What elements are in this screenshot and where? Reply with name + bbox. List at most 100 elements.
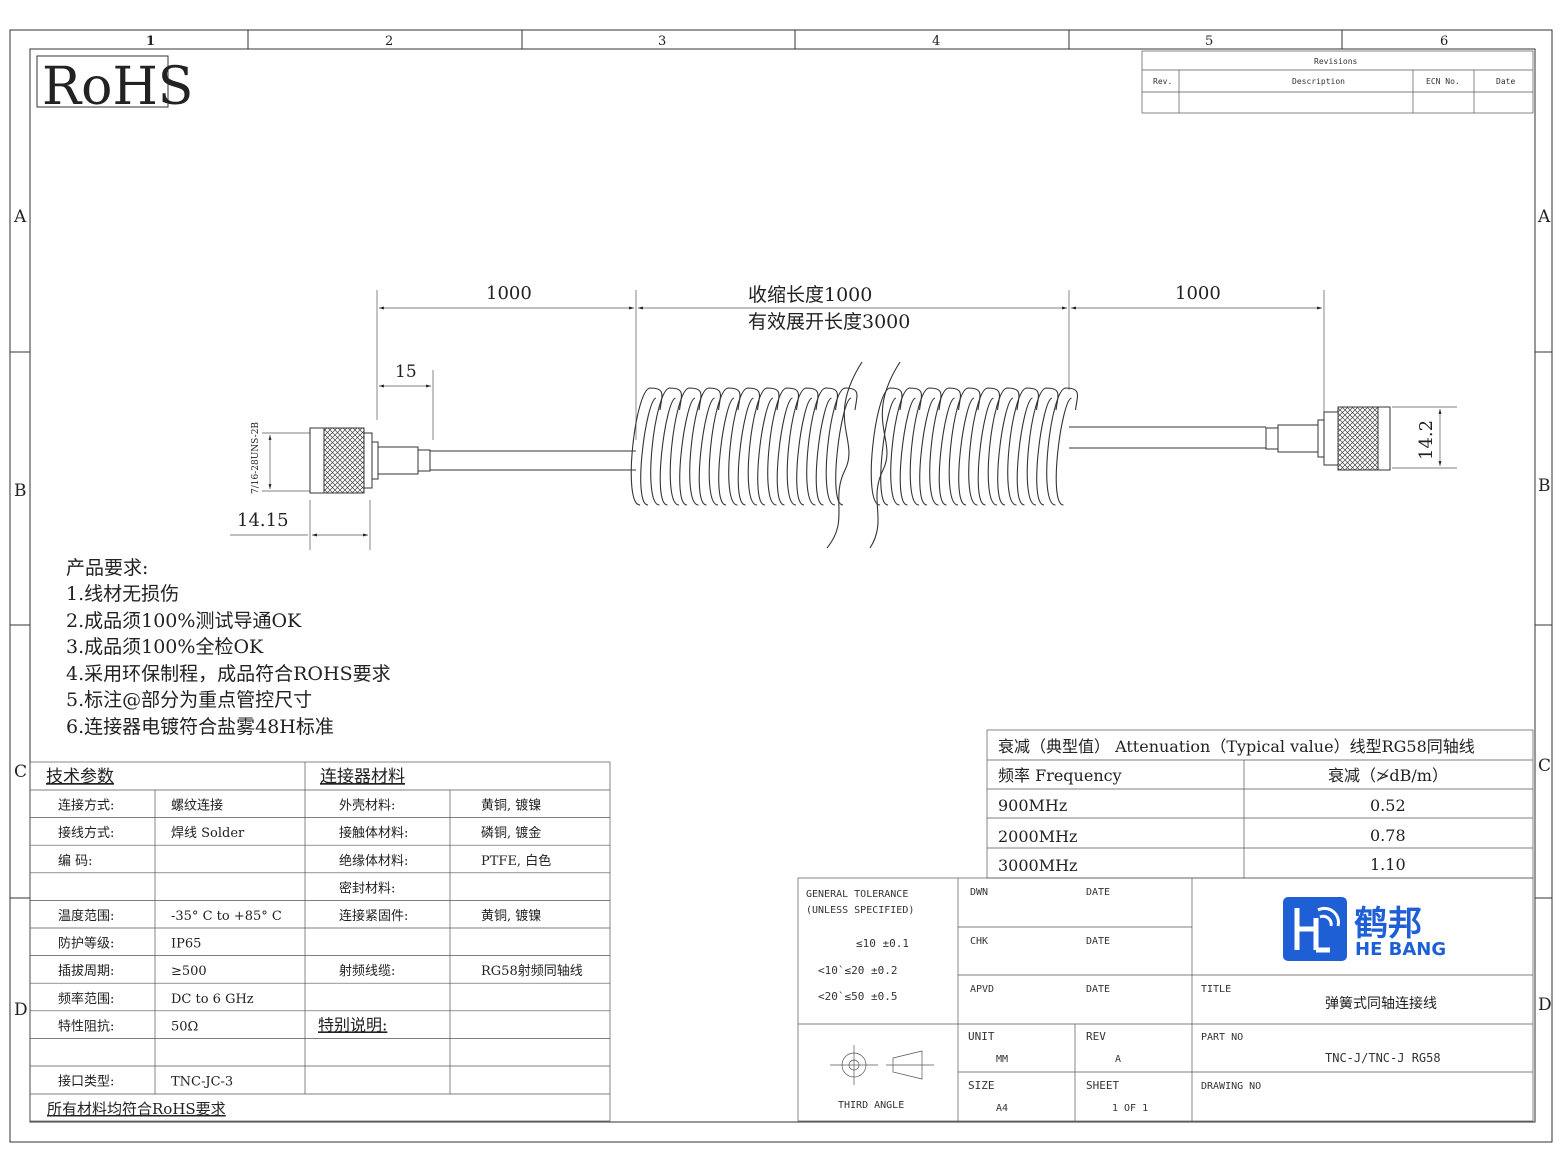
dim-left-label: 1000 bbox=[486, 283, 532, 304]
spec-cell: DC to 6 GHz bbox=[171, 992, 254, 1007]
coil-loop-inner bbox=[938, 397, 955, 506]
coil-loop bbox=[909, 387, 942, 506]
spec-cell: 温度范围: bbox=[58, 908, 114, 924]
requirement-3: 3.成品须100%全检OK bbox=[66, 636, 264, 658]
attenuation-table bbox=[986, 729, 1534, 879]
coil-loop bbox=[728, 387, 760, 506]
tech-header: 技术参数 bbox=[46, 767, 114, 787]
attenuation-val-2: 0.78 bbox=[1370, 826, 1406, 845]
tolerance-title-1: GENERAL TOLERANCE bbox=[806, 889, 908, 900]
coil-loop bbox=[987, 387, 1020, 506]
left-connector bbox=[230, 427, 636, 550]
col-label-4: 4 bbox=[932, 34, 940, 49]
rohs-label: RoHS bbox=[42, 57, 193, 117]
apvd-date-label: DATE bbox=[1086, 984, 1110, 995]
col-label-6: 6 bbox=[1440, 34, 1448, 49]
coil-loop-inner bbox=[899, 397, 916, 506]
row-label-c-left: C bbox=[14, 762, 27, 782]
coil-loop bbox=[1046, 387, 1078, 506]
spec-cell: 密封材料: bbox=[339, 880, 395, 896]
part-no-value: TNC-J/TNC-J RG58 bbox=[1325, 1051, 1441, 1065]
coil-loop bbox=[825, 387, 858, 506]
coil-loop bbox=[630, 387, 663, 506]
spec-cell: 插拔周期: bbox=[58, 964, 114, 979]
ecn-header: ECN No. bbox=[1426, 77, 1460, 86]
dim-offset-label: 15 bbox=[395, 362, 417, 382]
col-label-2: 2 bbox=[385, 34, 393, 49]
spec-table bbox=[29, 761, 611, 1122]
rev-value: A bbox=[1115, 1054, 1121, 1065]
spec-cell: 黄铜, 镀镍 bbox=[481, 908, 541, 924]
coil-loop bbox=[669, 387, 702, 506]
attenuation-freq-1: 900MHz bbox=[998, 796, 1067, 815]
thread-label: 7/16-28UNS-2B bbox=[251, 422, 261, 494]
row-label-a-right: A bbox=[1537, 207, 1551, 227]
dwn-label: DWN bbox=[970, 887, 988, 898]
sheet-value: 1 OF 1 bbox=[1112, 1103, 1148, 1114]
spec-cell: ≥500 bbox=[171, 964, 207, 979]
inner-frame bbox=[29, 48, 1536, 1123]
apvd-label: APVD bbox=[970, 984, 994, 995]
hebang-logo: 鹤邦 HE BANG bbox=[1283, 897, 1446, 961]
unit-label: UNIT bbox=[968, 1030, 995, 1043]
spec-cell: 防护等级: bbox=[58, 936, 114, 952]
spec-cell: 接触体材料: bbox=[339, 825, 408, 841]
dim-offset-15 bbox=[379, 370, 434, 440]
spec-cell: 50Ω bbox=[171, 1019, 198, 1034]
attenuation-freq-2: 2000MHz bbox=[998, 827, 1077, 846]
nut-width-label: 14.15 bbox=[237, 510, 289, 531]
coil-loop-inner bbox=[977, 397, 994, 506]
conn-header: 连接器材料 bbox=[320, 767, 405, 787]
coil-loop-inner bbox=[958, 397, 975, 506]
spec-cell: 频率范围: bbox=[58, 991, 114, 1007]
col-label-1: 1 bbox=[146, 34, 155, 49]
row-label-d-right: D bbox=[1538, 995, 1552, 1015]
spec-cell: 焊线 Solder bbox=[171, 825, 245, 841]
spec-cell: 磷铜, 镀金 bbox=[481, 825, 541, 841]
chk-date-label: DATE bbox=[1086, 936, 1110, 947]
spec-cell: 特性阻抗: bbox=[58, 1019, 114, 1034]
coil-loop bbox=[968, 387, 1000, 506]
spec-cell: 绝缘体材料: bbox=[339, 853, 408, 869]
row-label-c-right: C bbox=[1538, 756, 1551, 776]
rev-label: REV bbox=[1086, 1030, 1106, 1043]
coil-loop-inner bbox=[1016, 397, 1033, 506]
attenuation-val-1: 0.52 bbox=[1370, 796, 1406, 815]
spec-cell: IP65 bbox=[171, 937, 201, 952]
third-angle-symbol bbox=[830, 1045, 934, 1085]
row-label-d-left: D bbox=[14, 1000, 28, 1020]
coil-loop-inner bbox=[757, 397, 774, 506]
coil-loop-inner bbox=[796, 397, 813, 506]
spec-cell: 编 码: bbox=[58, 854, 93, 869]
col-label-3: 3 bbox=[658, 34, 666, 49]
row-label-b-right: B bbox=[1538, 476, 1551, 496]
coil-loop bbox=[650, 387, 682, 506]
description-header: Description bbox=[1292, 77, 1345, 86]
revisions-table bbox=[1141, 50, 1534, 114]
drawing-no-label: DRAWING NO bbox=[1201, 1081, 1261, 1092]
tolerance-title-2: (UNLESS SPECIFIED) bbox=[806, 905, 914, 916]
third-angle-label: THIRD ANGLE bbox=[838, 1100, 904, 1111]
coil-loop-inner bbox=[640, 397, 657, 506]
requirement-1: 1.线材无损伤 bbox=[66, 583, 179, 605]
chk-label: CHK bbox=[970, 936, 988, 947]
outer-frame bbox=[9, 29, 1553, 1143]
spec-cell: 连接方式: bbox=[58, 798, 114, 814]
title-block bbox=[797, 877, 1534, 1122]
spec-cell: 接线方式: bbox=[58, 825, 114, 841]
spec-cell: -35° C to +85° C bbox=[171, 909, 282, 924]
tolerance-row-3: <20`≤50 ±0.5 bbox=[818, 990, 897, 1003]
spec-cell: 接口类型: bbox=[58, 1074, 114, 1090]
requirements-title: 产品要求: bbox=[66, 557, 148, 579]
attenuation-val-3: 1.10 bbox=[1370, 855, 1406, 874]
requirement-2: 2.成品须100%测试导通OK bbox=[66, 610, 302, 632]
col-label-5: 5 bbox=[1205, 34, 1213, 49]
dwn-date-label: DATE bbox=[1086, 887, 1110, 898]
revisions-title: Revisions bbox=[1314, 57, 1358, 66]
attenuation-col2: 衰减（≯dB/m） bbox=[1328, 766, 1448, 785]
spec-cell: TNC-JC-3 bbox=[171, 1075, 233, 1090]
size-value: A4 bbox=[996, 1103, 1008, 1114]
dim-coil-label-2: 有效展开长度3000 bbox=[748, 311, 910, 333]
coil-loop-inner bbox=[679, 397, 696, 506]
coil-loop-inner bbox=[1036, 397, 1053, 506]
